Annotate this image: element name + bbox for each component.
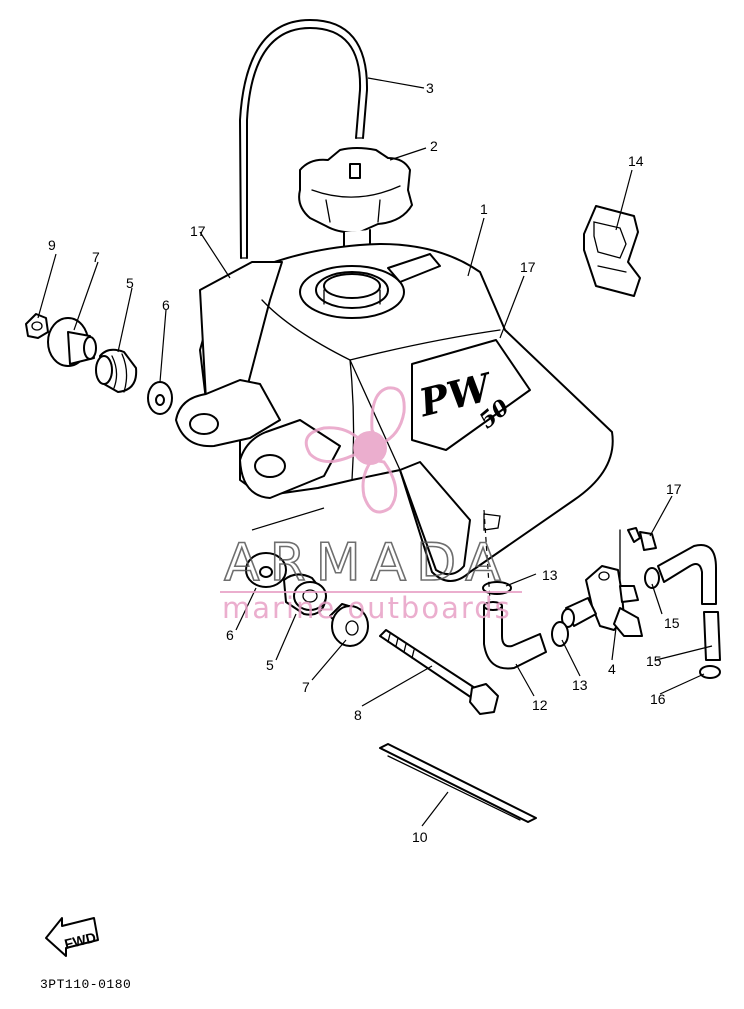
callout-6-lower: 6 [226, 627, 234, 643]
callout-8: 8 [354, 707, 362, 723]
part-6-washer-upper [147, 381, 173, 415]
part-16-screw [627, 527, 657, 551]
propeller-logo-icon [304, 386, 406, 514]
part-1-fuel-tank: PW 50 [175, 243, 614, 582]
part-7-collar-lower [329, 603, 369, 647]
svg-text:FWD: FWD [63, 929, 98, 952]
callout-7-upper: 7 [92, 249, 100, 265]
watermark-subtitle: marine outboards [222, 591, 512, 625]
callout-17-right: 17 [520, 259, 536, 275]
callout-1: 1 [480, 201, 488, 217]
watermark-title: ARMADA [224, 533, 511, 593]
part-10-strip [379, 743, 537, 823]
part-5-damper-upper [95, 348, 138, 393]
part-14-hose [657, 544, 721, 661]
part-4-fuel-cock [561, 529, 643, 637]
fwd-arrow-icon: FWD [45, 917, 99, 957]
callout-7-lower: 7 [302, 679, 310, 695]
part-15-clip-lower [699, 665, 721, 679]
callout-2: 2 [430, 138, 438, 154]
part-11-decal [583, 205, 641, 297]
callouts: 3 2 1 14 17 17 9 7 5 6 6 5 7 8 13 12 13 … [48, 80, 682, 845]
leader-lines [37, 77, 713, 827]
part-6-washer-lower [245, 552, 287, 588]
callout-15-upper: 15 [664, 615, 680, 631]
part-15-clip-upper [644, 567, 660, 589]
part-7-collar-upper [47, 317, 97, 367]
part-3-breather-hose [239, 19, 369, 259]
callout-12: 12 [532, 697, 548, 713]
callout-13-lower: 13 [572, 677, 588, 693]
callout-17-left: 17 [190, 223, 206, 239]
callout-3: 3 [426, 80, 434, 96]
callout-5-upper: 5 [126, 275, 134, 291]
part-5-damper-lower [283, 573, 327, 616]
callout-14: 15 [646, 653, 662, 669]
part-13-clip-lower [551, 621, 569, 647]
callout-16: 17 [666, 481, 682, 497]
callout-10: 10 [412, 829, 428, 845]
callout-5-lower: 5 [266, 657, 274, 673]
watermark: ARMADA marine outboards [220, 386, 522, 625]
callout-9: 9 [48, 237, 56, 253]
callout-13-upper: 13 [542, 567, 558, 583]
callout-6-upper: 6 [162, 297, 170, 313]
callout-4: 4 [608, 661, 616, 677]
diagram-reference-code: 3PT110-0180 [40, 977, 131, 992]
part-8-bolt [379, 629, 499, 715]
callout-11: 14 [628, 153, 644, 169]
part-9-nut [25, 313, 49, 339]
part-12-fuel-hose [483, 601, 547, 670]
callout-15-lower: 16 [650, 691, 666, 707]
